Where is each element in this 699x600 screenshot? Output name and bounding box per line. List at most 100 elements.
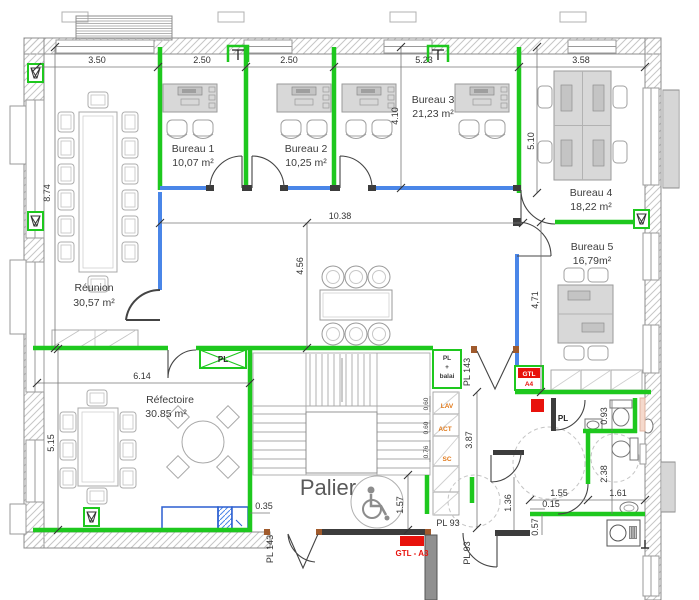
water-heater [606, 519, 649, 549]
room-name-refectoire: Réfectoire [146, 394, 194, 406]
staircase [252, 352, 431, 476]
door-bureau5 [516, 221, 552, 257]
room-area-bureau4: 18,22 m² [570, 201, 612, 213]
closet-label-pl-wc: PL [558, 414, 568, 423]
dimension-lines [37, 47, 645, 535]
dim-515: 5.15 [46, 434, 56, 452]
dim-358: 3.58 [572, 55, 590, 65]
door-bureau4 [520, 189, 556, 225]
gtl-a4-box [514, 365, 544, 391]
toilet-2 [611, 437, 647, 465]
desk-cluster-bureau5 [557, 267, 614, 361]
dim-387: 3.87 [464, 431, 474, 449]
door-wc2 [557, 483, 589, 515]
dim-093: 0.93 [599, 407, 609, 425]
dim-161: 1.61 [609, 488, 627, 498]
dim-471: 4,71 [530, 291, 540, 309]
door-bureau2 [251, 155, 285, 189]
dim-015: 0.15 [542, 499, 560, 509]
dim-874: 8.74 [42, 184, 52, 202]
dim-238: 2.38 [599, 465, 609, 483]
doors [125, 155, 589, 570]
radiator-right-top [662, 89, 680, 189]
door-bureau3 [339, 155, 373, 189]
dim-456: 4.56 [295, 257, 305, 275]
dim-155: 1.55 [550, 488, 568, 498]
room-name-bureau1: Bureau 1 [172, 143, 215, 155]
shelf-code-act: ACT [438, 426, 451, 433]
door-label-pl143-b: PL 143 [462, 358, 472, 386]
wall-bottom-left [23, 531, 271, 549]
windows-right [642, 87, 660, 597]
closet-label-pl-balai-2: + [445, 364, 449, 371]
room-area-bureau2: 10,25 m² [285, 157, 327, 169]
closet-label-pl: PL [218, 355, 228, 364]
thresholds [264, 346, 519, 535]
turning-circle [512, 426, 586, 500]
dim-057: 0.57 [530, 518, 540, 536]
door-pl93 [462, 532, 498, 568]
gtl-marker [531, 399, 544, 412]
gtl-a3-label: GTL - A3 [396, 549, 429, 558]
a4-label: A4 [525, 381, 534, 388]
desk-bureau1 [162, 83, 218, 139]
gtl-label: GTL [523, 371, 536, 378]
desk-bureau3b [454, 83, 510, 139]
door-pl143 [287, 533, 319, 570]
dim-157: 1.57 [395, 496, 405, 514]
dim-350: 3.50 [88, 55, 106, 65]
roof-tab [217, 11, 245, 23]
shelf-code-lav: LAV [441, 403, 454, 410]
dim-shelf-060a: 0.60 [423, 397, 430, 410]
dimension-ticks [32, 42, 650, 535]
valve-symbol [83, 507, 100, 527]
door-wc1 [554, 399, 586, 431]
roof-tab [389, 11, 417, 23]
door-wc-corridor [490, 451, 522, 483]
dim-250b: 2.50 [280, 55, 298, 65]
room-area-bureau5: 16,79m² [573, 255, 612, 267]
door-bureau1 [209, 155, 243, 189]
duct-symbols [232, 49, 444, 60]
dim-410: 4.10 [390, 107, 400, 125]
room-name-bureau2: Bureau 2 [285, 143, 328, 155]
furniture [51, 70, 643, 530]
dim-250a: 2.50 [193, 55, 211, 65]
closet-pl-crossed [199, 349, 247, 369]
dim-shelf-076: 0.76 [423, 445, 430, 458]
desk-bureau3a [341, 83, 397, 139]
turning-circle [447, 474, 501, 528]
room-name-bureau4: Bureau 4 [570, 187, 613, 199]
turning-circle [590, 433, 640, 483]
closet-label-pl-balai-1: PL [443, 355, 451, 362]
room-name-bureau5: Bureau 5 [571, 241, 614, 253]
balcony [75, 15, 173, 41]
kitchenette [161, 506, 249, 530]
door-label-pl93-a: PL 93 [436, 518, 459, 528]
gtl-a3-marker [400, 536, 424, 546]
central-table [319, 265, 393, 346]
room-name-palier: Palier [300, 475, 356, 500]
room-area-refectoire: 30.85 m² [145, 408, 187, 420]
desk-bureau2 [276, 83, 332, 139]
dim-510: 5.10 [526, 132, 536, 150]
room-name-reunion: Réunion [74, 282, 113, 294]
meeting-table-reunion [51, 91, 139, 348]
toilet-1 [609, 399, 633, 427]
door-reunion [125, 288, 161, 321]
dim-shelf-060b: 0.60 [423, 421, 430, 434]
dim-523: 5.23 [415, 55, 433, 65]
room-area-bureau1: 10,07 m² [172, 157, 214, 169]
shelf-code-sc: SC [442, 456, 451, 463]
closet-pl-balai [432, 349, 462, 389]
exterior-walls [9, 11, 680, 600]
room-area-reunion: 30,57 m² [73, 297, 115, 309]
room-name-bureau3: Bureau 3 [412, 94, 455, 106]
room-area-bureau3: 21,23 m² [412, 108, 454, 120]
wheelchair-icon [350, 475, 404, 529]
dim-035: 0.35 [255, 501, 273, 511]
windows-left [9, 99, 45, 535]
door-label-pl93-b: PL 93 [462, 541, 472, 564]
